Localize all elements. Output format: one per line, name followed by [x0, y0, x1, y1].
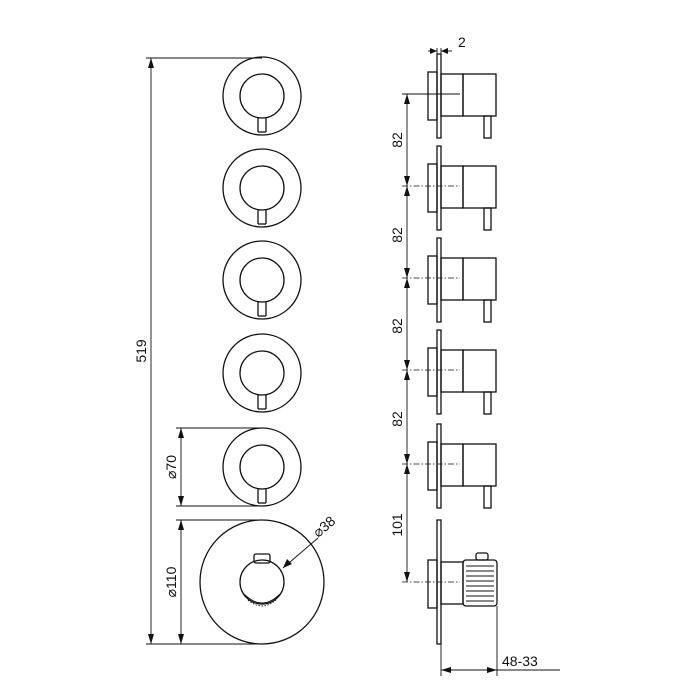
small-diameter-label: ⌀70 [163, 455, 179, 479]
valve-side-2 [427, 145, 497, 231]
rosette-2 [222, 148, 302, 228]
depth-label: 48-33 [502, 653, 538, 669]
knob-diameter-label: ⌀38 [310, 512, 339, 540]
overall-height-label: 519 [133, 339, 149, 363]
front-view: 519 [133, 56, 339, 645]
large-diameter-dimension: ⌀110 [163, 519, 262, 645]
valve-side-1 [427, 53, 497, 139]
depth-dimension: 48-33 [440, 606, 560, 676]
plate-thickness-label: 2 [458, 34, 466, 50]
spacing-3-label: 82 [389, 318, 405, 334]
valve-side-3 [427, 237, 497, 323]
overall-height-dimension: 519 [133, 57, 262, 645]
valve-side-5 [427, 423, 497, 509]
spacing-2-label: 82 [389, 227, 405, 243]
large-diameter-label: ⌀110 [163, 566, 179, 597]
valve-side-4 [427, 329, 497, 415]
plate-thickness-dimension: 2 [428, 34, 466, 68]
thermostat-rosette [199, 519, 325, 645]
spacing-4-label: 82 [389, 411, 405, 427]
spacing-5-label: 101 [389, 513, 405, 537]
rosette-3 [222, 240, 302, 320]
rosette-4 [222, 333, 302, 413]
spacing-1-label: 82 [389, 132, 405, 148]
knob-diameter-dimension: ⌀38 [282, 512, 339, 569]
rosette-5 [222, 427, 302, 507]
side-view: 2 82 82 82 82 101 [389, 34, 560, 676]
spacing-ticks [402, 93, 460, 583]
small-diameter-dimension: ⌀70 [163, 427, 262, 507]
rosette-1 [222, 56, 302, 136]
